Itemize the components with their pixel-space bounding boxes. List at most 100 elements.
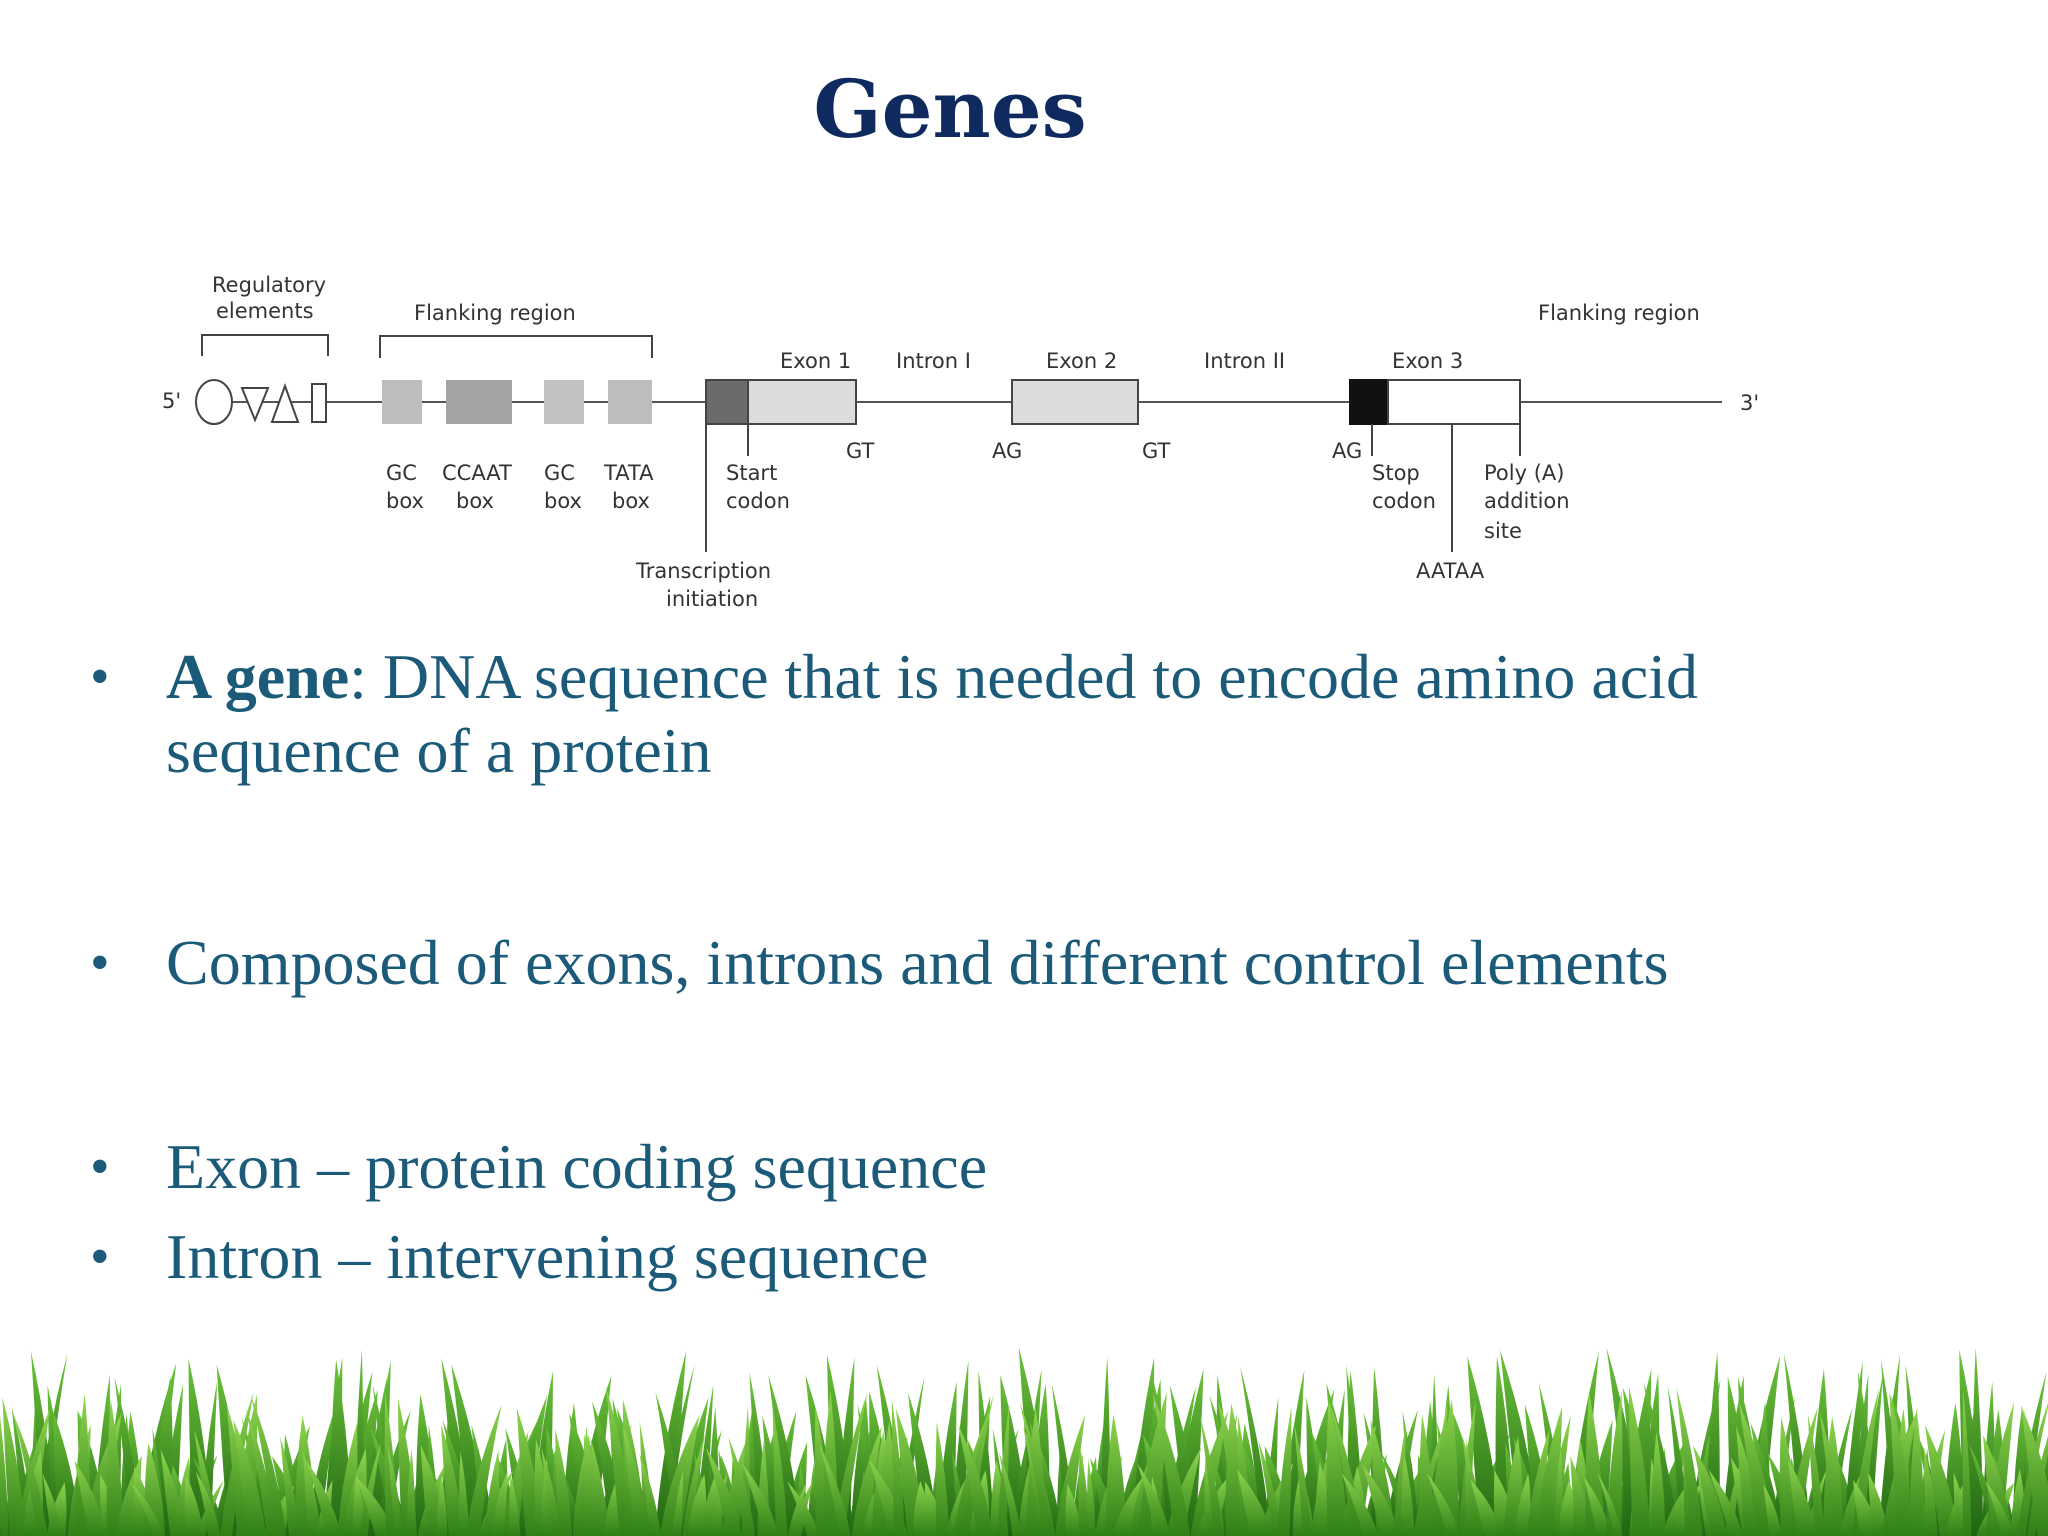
grass-blade <box>787 1481 820 1536</box>
grass-blade <box>509 1474 521 1536</box>
grass-blade <box>1692 1444 1728 1536</box>
grass-blade <box>1362 1464 1400 1536</box>
start-codon-block <box>705 379 749 425</box>
three-prime-label: 3' <box>1740 391 1759 415</box>
grass-blade <box>130 1482 164 1536</box>
grass-blade <box>1584 1477 1612 1536</box>
grass-blade <box>1923 1446 1938 1536</box>
exon-2-box <box>1011 379 1139 425</box>
tata-box <box>608 380 652 424</box>
transcription-initiation-label-line2: initiation <box>666 587 758 611</box>
slide-title: Genes <box>813 62 1087 156</box>
regulatory-label-line1: Regulatory <box>212 273 326 297</box>
grass-blade <box>1055 1414 1086 1536</box>
gc-box-1 <box>382 380 422 424</box>
gene-structure-diagram: 5' 3' Regulatory elements Flanking regio… <box>162 273 1759 611</box>
bullet-text-continued: sequence of a protein <box>166 715 712 786</box>
grass-blade <box>639 1453 661 1536</box>
grass-blade <box>768 1375 802 1536</box>
bullet-text: Composed of exons, introns and different… <box>166 927 1669 998</box>
grass-blade <box>1924 1424 1959 1536</box>
grass-blade <box>1470 1479 1503 1536</box>
grass-blade <box>458 1450 470 1536</box>
bullet-symbol: • <box>90 932 110 994</box>
grass-blade <box>356 1477 395 1536</box>
grass-blade <box>406 1448 416 1536</box>
transcription-initiation-label-line1: Transcription <box>635 559 771 583</box>
aataa-label: AATAA <box>1416 559 1485 583</box>
grass-blade <box>623 1426 650 1536</box>
stop-codon-block <box>1349 379 1389 425</box>
gc-box-1-label-line1: GC <box>386 461 417 485</box>
grass-blade <box>1200 1416 1223 1536</box>
grass-blade <box>280 1436 299 1536</box>
regulatory-rect-symbol <box>311 383 327 423</box>
grass-blade <box>1962 1388 1972 1536</box>
grass-blade <box>1137 1463 1171 1536</box>
stop-codon-label-line1: Stop <box>1372 461 1420 485</box>
grass-blade <box>555 1429 573 1536</box>
grass-blade <box>233 1419 267 1536</box>
grass-blade <box>891 1398 905 1536</box>
grass-blade <box>1971 1347 1984 1536</box>
grass-blade <box>1983 1434 2013 1536</box>
grass-blade <box>1426 1473 1460 1536</box>
grass-blade <box>359 1442 381 1536</box>
grass-blade <box>13 1414 48 1536</box>
grass-blade <box>440 1424 464 1536</box>
ccaat-box-label-line1: CCAAT <box>442 461 512 485</box>
grass-blade <box>305 1459 342 1536</box>
grass-blade <box>74 1460 107 1536</box>
bullet-symbol: • <box>90 646 110 708</box>
bullet-symbol: • <box>90 1226 110 1288</box>
regulatory-up-triangle-symbol <box>270 383 300 423</box>
polya-label-line1: Poly (A) <box>1484 461 1564 485</box>
grass-blade <box>1401 1453 1415 1536</box>
regulatory-bracket <box>201 334 329 356</box>
regulatory-down-triangle-symbol <box>240 387 270 423</box>
grass-blade <box>1467 1356 1502 1536</box>
gt-splice-site-2: GT <box>1142 439 1171 463</box>
grass-blade <box>1326 1400 1348 1536</box>
exon-2-label: Exon 2 <box>1046 349 1117 373</box>
grass-blade <box>998 1451 1022 1536</box>
grass-blade <box>590 1437 610 1536</box>
grass-blade <box>1294 1423 1312 1536</box>
grass-blade <box>1651 1431 1666 1536</box>
grass-decoration <box>0 1347 2048 1536</box>
grass-blade <box>1597 1472 1623 1536</box>
grass-blade <box>1113 1473 1146 1536</box>
grass-blades-front <box>0 1386 2048 1536</box>
grass-blade <box>1628 1386 1651 1536</box>
bullet-bold-term: A gene <box>166 641 350 712</box>
grass-blade <box>1105 1414 1127 1536</box>
grass-blade <box>387 1444 403 1536</box>
bullet-text: : DNA sequence that is needed to encode … <box>349 641 1698 712</box>
grass-blade <box>1763 1484 1782 1536</box>
grass-blade <box>962 1394 994 1536</box>
grass-blade <box>1889 1391 1913 1536</box>
exon-3-box <box>1387 379 1521 425</box>
grass-blade <box>787 1483 807 1536</box>
grass-blade <box>851 1425 882 1536</box>
grass-blade <box>1240 1366 1271 1536</box>
grass-blade <box>1237 1469 1272 1536</box>
grass-blade <box>490 1470 508 1536</box>
grass-blade <box>1514 1473 1531 1536</box>
grass-blade <box>1169 1384 1202 1536</box>
grass-blade <box>42 1474 63 1536</box>
gc-box-2-label-line1: GC <box>544 461 575 485</box>
grass-blade <box>1708 1469 1743 1536</box>
grass-blade <box>672 1470 683 1536</box>
grass-blade <box>834 1392 868 1536</box>
bullet-text: Intron – intervening sequence <box>166 1221 929 1292</box>
start-codon-label-line1: Start <box>726 461 777 485</box>
grass-blade <box>245 1408 278 1536</box>
start-codon-label-line2: codon <box>726 489 790 513</box>
grass-blade <box>541 1448 561 1536</box>
exon-3-label: Exon 3 <box>1392 349 1463 373</box>
gc-box-1-label-line2: box <box>386 489 424 513</box>
grass-blade <box>1419 1413 1435 1536</box>
grass-blade <box>1643 1382 1679 1536</box>
